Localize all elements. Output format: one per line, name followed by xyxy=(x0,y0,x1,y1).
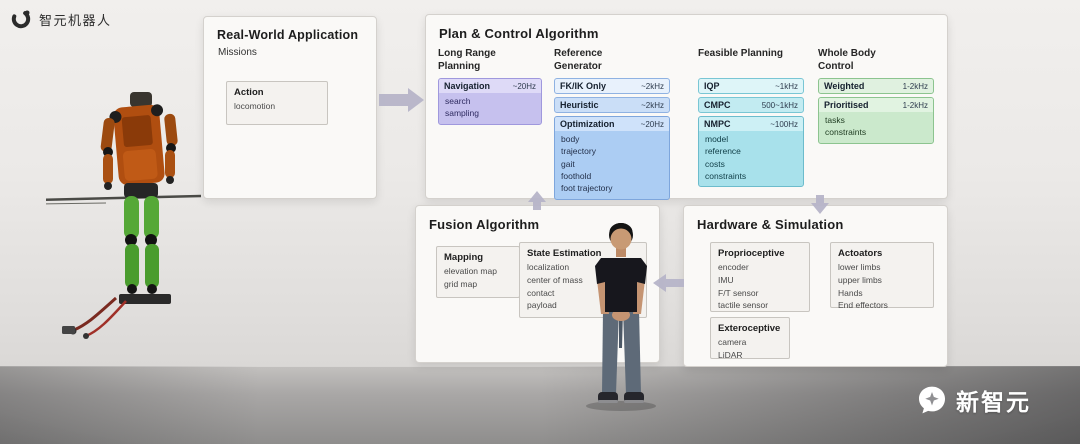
box-item: center of mass xyxy=(527,274,583,285)
mapping-box: Mapping elevation map grid map xyxy=(436,246,520,298)
box-item: payload xyxy=(527,300,557,311)
box-item: F/T sensor xyxy=(718,287,759,298)
box-item: upper limbs xyxy=(838,274,882,285)
box-item: encoder xyxy=(718,262,749,272)
box-item: camera xyxy=(718,337,747,347)
box-name: Actoators xyxy=(838,248,883,259)
block-rate: ~1kHz xyxy=(775,82,798,91)
box-item: IMU xyxy=(718,274,734,285)
block-rate: ~2kHz xyxy=(641,82,664,91)
navigation-block: Navigation ~20Hz search sampling xyxy=(438,78,542,125)
block-item: foot trajectory xyxy=(561,183,613,194)
block-item: reference xyxy=(705,146,741,157)
block-name: Heuristic xyxy=(560,100,599,110)
block-item: tasks xyxy=(825,115,845,125)
action-box: Action locomotion xyxy=(226,81,328,125)
column-header: Feasible Planning xyxy=(698,48,784,59)
block-rate: 500~1kHz xyxy=(761,101,798,110)
panel-hardware-simulation: Hardware & Simulation Proprioceptive enc… xyxy=(683,205,948,367)
actuators-box: Actoators lower limbs upper limbs Hands … xyxy=(830,242,934,310)
box-item: LiDAR xyxy=(718,349,743,360)
column-header: Reference Generator xyxy=(554,48,603,72)
block-name: CMPC xyxy=(704,100,731,110)
block-name: IQP xyxy=(704,81,720,91)
proprioceptive-box: Proprioceptive encoder IMU F/T sensor ta… xyxy=(710,242,810,312)
real-world-title: Real-World Application xyxy=(217,28,359,42)
column-header: Whole Body Control xyxy=(818,48,876,72)
block-item: model xyxy=(705,134,729,144)
agibot-logo-icon xyxy=(11,9,31,29)
box-item: localization xyxy=(527,262,570,272)
block-rate: 1-2kHz xyxy=(902,101,928,110)
panel-real-world-application: Real-World Application Missions Action l… xyxy=(203,16,377,199)
block-rate: 1-2kHz xyxy=(902,82,928,91)
fusion-title: Fusion Algorithm xyxy=(429,217,540,232)
watermark: 新智元 xyxy=(916,383,1031,417)
block-item: search xyxy=(445,96,471,106)
block-item: trajectory xyxy=(561,146,596,157)
fkik-block: FK/IK Only ~2kHz xyxy=(554,78,670,94)
column-header: Long Range Planning xyxy=(438,48,496,72)
prioritised-block: Prioritised 1-2kHz tasks constraints xyxy=(818,97,934,144)
iqp-block: IQP ~1kHz xyxy=(698,78,804,94)
column-whole-body-control: Whole Body Control Weighted 1-2kHz Priori… xyxy=(818,47,934,147)
action-item: locomotion xyxy=(234,101,276,111)
brand-name: 智元机器人 xyxy=(39,12,112,28)
missions-label: Missions xyxy=(218,47,257,58)
block-name: Weighted xyxy=(824,81,865,91)
box-item: grid map xyxy=(444,278,478,289)
presenter xyxy=(586,223,656,411)
box-item: lower limbs xyxy=(838,262,881,272)
action-title: Action xyxy=(234,87,264,98)
box-name: Mapping xyxy=(444,252,484,263)
block-item: sampling xyxy=(445,108,480,119)
block-item: gait xyxy=(561,158,575,169)
block-item: constraints xyxy=(825,127,867,138)
optimization-block: Optimization ~20Hz body trajectory gait f… xyxy=(554,116,670,200)
box-item: elevation map xyxy=(444,266,497,276)
box-name: Proprioceptive xyxy=(718,248,785,259)
box-item: contact xyxy=(527,287,555,298)
hardware-title: Hardware & Simulation xyxy=(697,217,844,232)
brand-logo: 智元机器人 xyxy=(10,8,112,30)
stage-floor-shadow-left xyxy=(0,366,260,444)
block-item: costs xyxy=(705,158,725,169)
block-name: Optimization xyxy=(560,119,615,129)
block-rate: ~100Hz xyxy=(770,120,798,129)
xinzhiyuan-logo-icon xyxy=(918,386,946,414)
exteroceptive-box: Exteroceptive camera LiDAR xyxy=(710,317,790,360)
watermark-text: 新智元 xyxy=(956,389,1031,415)
block-name: Prioritised xyxy=(824,100,869,110)
cmpc-block: CMPC 500~1kHz xyxy=(698,97,804,113)
plan-control-title: Plan & Control Algorithm xyxy=(439,26,599,41)
weighted-block: Weighted 1-2kHz xyxy=(818,78,934,94)
box-name: Exteroceptive xyxy=(718,323,781,334)
nmpc-block: NMPC ~100Hz model reference costs constra… xyxy=(698,116,804,188)
column-reference-generator: Reference Generator FK/IK Only ~2kHz Heur… xyxy=(554,47,670,203)
block-item: body xyxy=(561,134,580,144)
column-long-range-planning: Long Range Planning Navigation ~20Hz sear… xyxy=(438,47,542,128)
block-rate: ~2kHz xyxy=(641,101,664,110)
box-item: Hands xyxy=(838,287,863,298)
block-rate: ~20Hz xyxy=(512,82,536,91)
block-name: Navigation xyxy=(444,81,491,91)
block-name: NMPC xyxy=(704,119,731,129)
box-item: tactile sensor xyxy=(718,300,769,311)
block-rate: ~20Hz xyxy=(640,120,664,129)
robot-visualization xyxy=(46,92,202,339)
box-name: State Estimation xyxy=(527,248,602,259)
block-item: foothold xyxy=(561,170,592,181)
heuristic-block: Heuristic ~2kHz xyxy=(554,97,670,113)
box-item: End effectors xyxy=(838,300,888,311)
block-name: FK/IK Only xyxy=(560,81,607,91)
block-item: constraints xyxy=(705,170,747,181)
panel-plan-control-algorithm: Plan & Control Algorithm Long Range Plan… xyxy=(425,14,948,200)
